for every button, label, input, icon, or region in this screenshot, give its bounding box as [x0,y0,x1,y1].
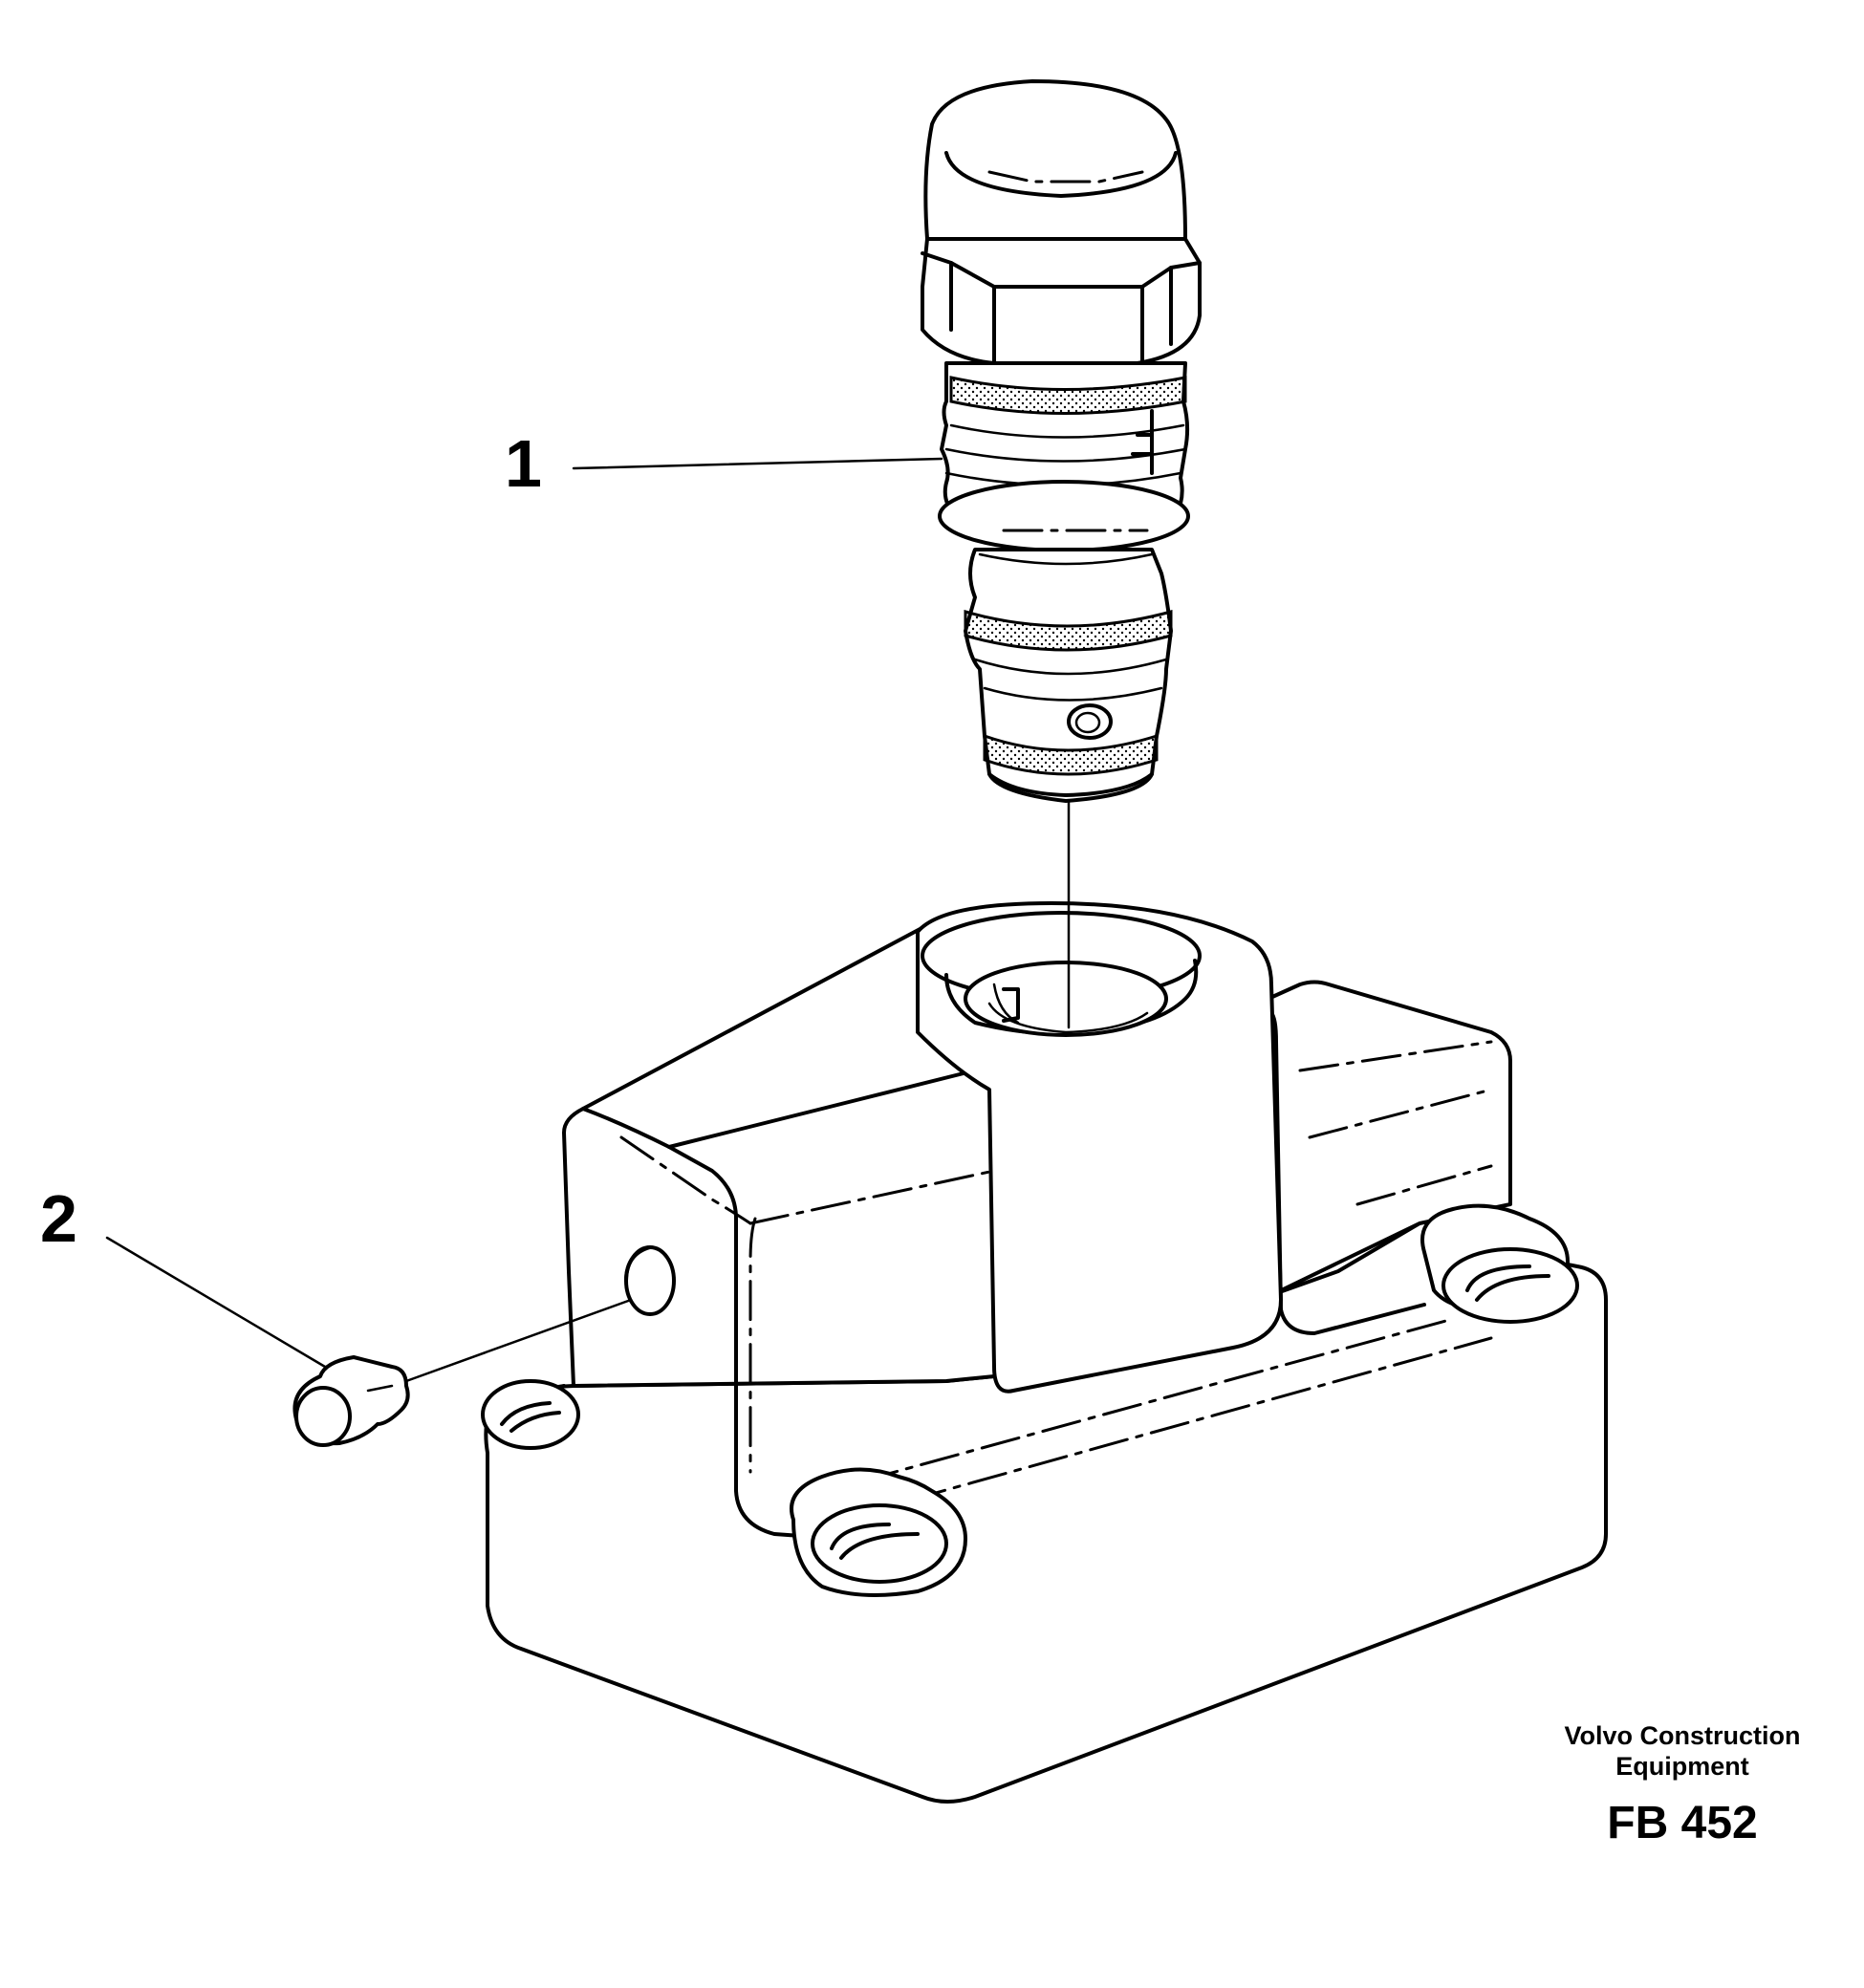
valve-housing [481,901,1608,1804]
leader-line-2 [105,1236,327,1369]
assembly-line-2 [404,1298,633,1383]
mounting-hole-front [790,1467,967,1597]
figure-code: FB 452 [1607,1798,1758,1848]
callout-part-1: 1 [505,426,542,501]
housing-base-flange [484,1202,1608,1804]
mounting-hole-right [1420,1203,1579,1324]
callout-part-2: 2 [40,1181,77,1256]
brand-name-line1: Volvo Construction [1564,1721,1801,1750]
leader-line-1 [572,457,943,470]
relief-valve-cartridge [921,79,1202,803]
bore-opening [964,961,1168,1037]
side-port [624,1245,676,1316]
brand-name-line2: Equipment [1615,1752,1749,1781]
plug [293,1355,410,1447]
mounting-hole-left [481,1379,580,1450]
